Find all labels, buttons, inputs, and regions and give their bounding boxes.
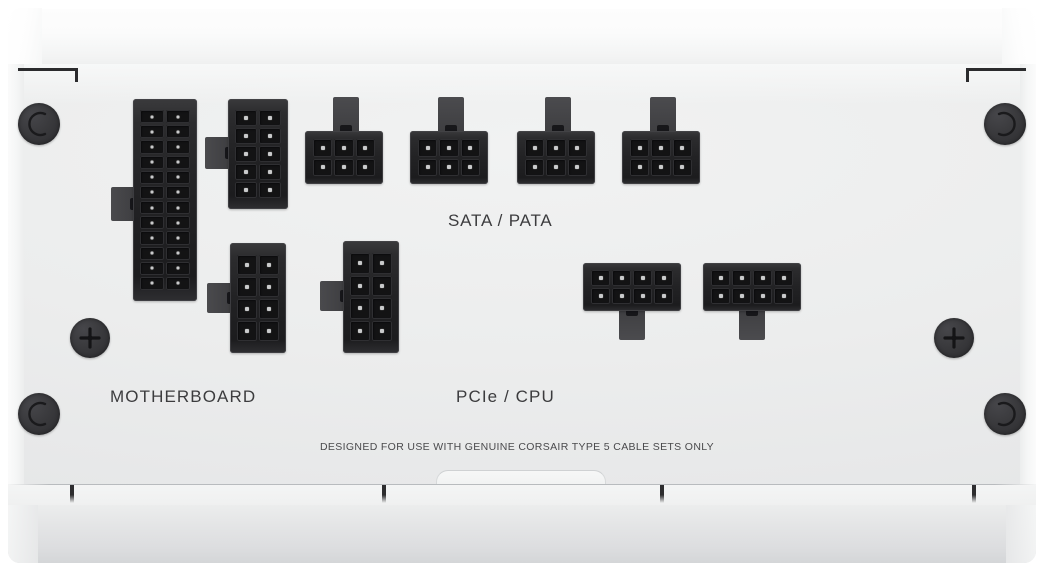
chassis-top-bevel <box>8 8 1036 70</box>
rivet-top-left <box>18 103 60 145</box>
pin-grid <box>235 110 281 198</box>
pin-grid <box>711 270 793 304</box>
label-fineprint-cable-notice: DESIGNED FOR USE WITH GENUINE CORSAIR TY… <box>320 441 715 453</box>
chassis-left-edge <box>8 64 24 484</box>
phillips-screw-mid-right <box>934 318 974 358</box>
chassis-right-edge <box>1020 64 1036 484</box>
sata-1-latch-tab <box>333 97 359 135</box>
pcie-8-pin-connector-2[interactable] <box>703 263 801 340</box>
panel-tick-3 <box>660 485 664 503</box>
pin-grid <box>140 110 190 290</box>
panel-tick-2 <box>382 485 386 503</box>
cpu-8-pin-connector-b[interactable] <box>320 241 399 353</box>
label-pcie-cpu: PCIe / CPU <box>456 387 555 406</box>
atx-24-pin-connector[interactable] <box>111 99 197 301</box>
sata-6-pin-connector-2[interactable] <box>410 97 488 184</box>
chassis-bottom-step <box>8 484 1036 506</box>
pin-grid <box>591 270 673 304</box>
eps-10-pin-connector[interactable] <box>205 99 288 209</box>
chassis-base-right-fold <box>1006 505 1036 563</box>
pin-grid <box>630 139 692 176</box>
sata-4-latch-tab <box>650 97 676 135</box>
pin-grid <box>350 253 392 341</box>
sata-6-pin-connector-1[interactable] <box>305 97 383 184</box>
pin-grid <box>525 139 587 176</box>
pcie-1-latch-tab <box>619 306 645 340</box>
panel-bracket-top-left <box>18 68 78 82</box>
face-sheen <box>8 64 1036 104</box>
label-motherboard: MOTHERBOARD <box>110 387 257 406</box>
sata-6-pin-connector-3[interactable] <box>517 97 595 184</box>
panel-tick-4 <box>972 485 976 503</box>
chassis-base-left-fold <box>8 505 38 563</box>
cpu-8-pin-connector-a[interactable] <box>207 243 286 353</box>
label-sata-pata: SATA / PATA <box>448 211 553 230</box>
chassis-top-right-fold <box>1002 8 1036 70</box>
pin-grid <box>313 139 375 176</box>
sata-3-latch-tab <box>545 97 571 135</box>
chassis-base <box>8 505 1036 563</box>
sata-6-pin-connector-4[interactable] <box>622 97 700 184</box>
sata-2-latch-tab <box>438 97 464 135</box>
pcie-2-latch-tab <box>739 306 765 340</box>
pin-grid <box>237 255 279 341</box>
panel-tick-1 <box>70 485 74 503</box>
pcie-8-pin-connector-1[interactable] <box>583 263 681 340</box>
rivet-top-right <box>984 103 1026 145</box>
pin-grid <box>418 139 480 176</box>
panel-bracket-top-right <box>966 68 1026 82</box>
chassis-top-left-fold <box>8 8 42 70</box>
rivet-bottom-right <box>984 393 1026 435</box>
phillips-screw-mid-left <box>70 318 110 358</box>
rivet-bottom-left <box>18 393 60 435</box>
